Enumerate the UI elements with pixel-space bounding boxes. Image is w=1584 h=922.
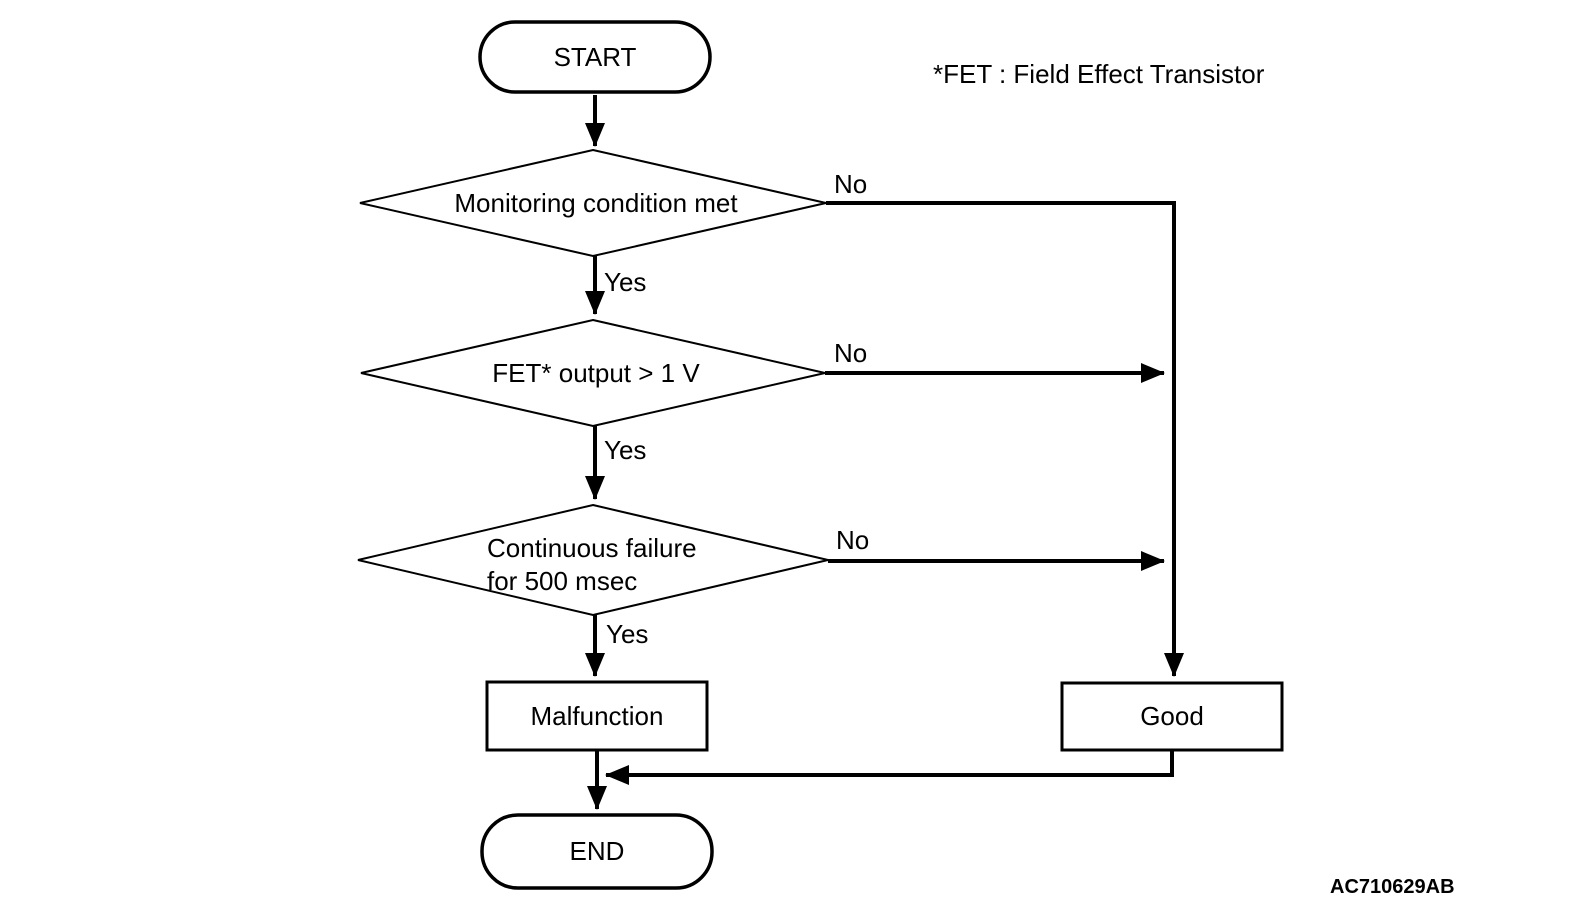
decision-continuous-failure-label-line2: for 500 msec — [487, 566, 637, 596]
malfunction-node: Malfunction — [485, 680, 709, 752]
decision-monitoring-condition: Monitoring condition met — [359, 148, 827, 258]
end-shape — [480, 813, 714, 890]
edge-label-no-3: No — [836, 525, 869, 555]
decision-continuous-failure-label-line1: Continuous failure — [487, 533, 697, 563]
edge-no-1 — [826, 201, 1184, 677]
fet-annotation: *FET : Field Effect Transistor — [933, 59, 1265, 89]
edge-good-to-end — [605, 750, 1174, 785]
edge-label-yes-1: Yes — [604, 267, 646, 297]
decision-continuous-failure: Continuous failure for 500 msec — [357, 503, 829, 617]
figure-code: AC710629AB — [1330, 876, 1455, 898]
decision-monitoring-label: Monitoring condition met — [454, 188, 738, 218]
good-node: Good — [1060, 681, 1284, 752]
edge-label-yes-2: Yes — [604, 435, 646, 465]
decision-fet-output: FET* output > 1 V — [360, 318, 826, 428]
good-shape — [1060, 681, 1284, 752]
decision-fet-output-label: FET* output > 1 V — [492, 358, 700, 388]
start-shape — [478, 20, 712, 94]
malfunction-label: Malfunction — [531, 701, 664, 731]
end-label: END — [570, 836, 625, 866]
malfunction-shape — [485, 680, 709, 752]
edge-label-no-2: No — [834, 338, 867, 368]
start-label: START — [554, 42, 637, 72]
start-node: START — [478, 20, 712, 94]
edge-label-yes-3: Yes — [606, 619, 648, 649]
end-node: END — [480, 813, 714, 890]
good-label: Good — [1140, 701, 1204, 731]
edge-label-no-1: No — [834, 169, 867, 199]
